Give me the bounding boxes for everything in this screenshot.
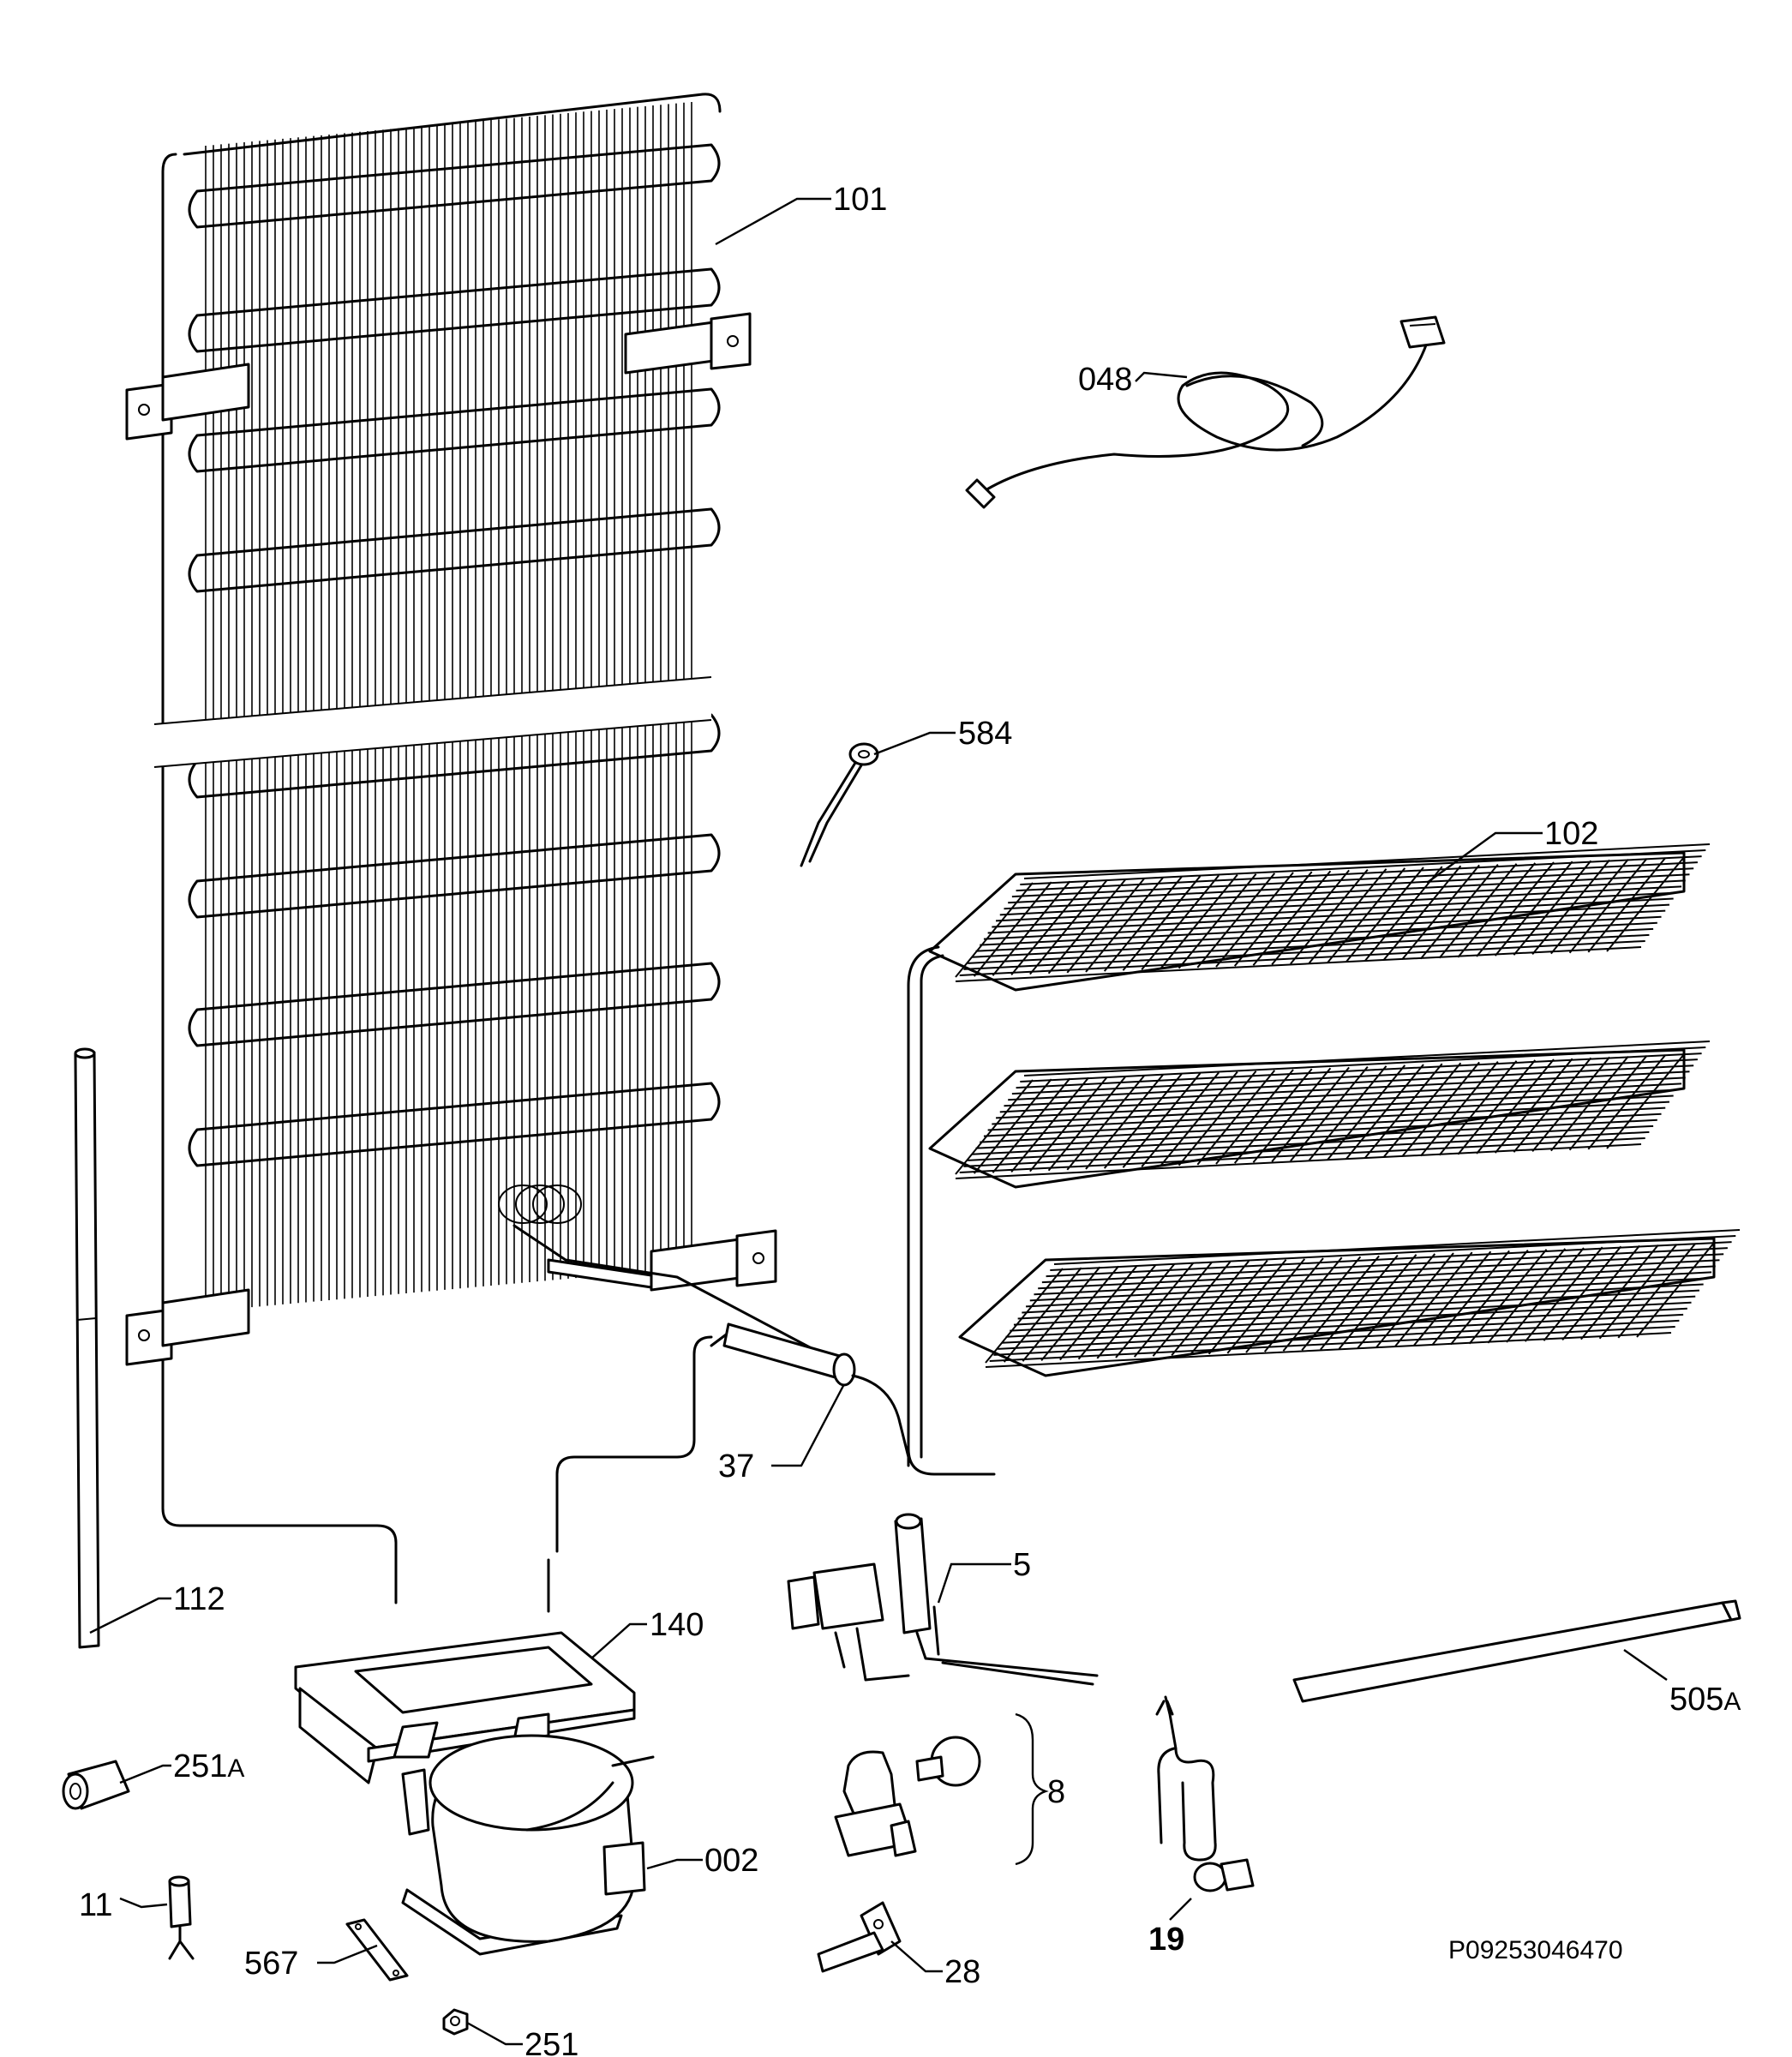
label-505a[interactable]: 505A — [1669, 1682, 1741, 1718]
label-251a-suffix: A — [227, 1754, 244, 1783]
label-140[interactable]: 140 — [650, 1607, 704, 1643]
coil-loop — [188, 267, 721, 353]
condenser-101[interactable] — [125, 93, 777, 1613]
label-19[interactable]: 19 — [1148, 1922, 1184, 1958]
label-567[interactable]: 567 — [244, 1946, 298, 1982]
label-11[interactable]: 11 — [79, 1887, 112, 1923]
label-048[interactable]: 048 — [1078, 362, 1132, 398]
evaporator-102[interactable] — [907, 843, 1741, 1476]
coil-loop — [188, 962, 721, 1047]
coil-loop — [188, 1082, 721, 1167]
label-251a-number: 251 — [173, 1748, 227, 1784]
coil-loop — [188, 507, 721, 593]
evaporator-shelves — [928, 843, 1741, 1377]
label-101[interactable]: 101 — [833, 182, 887, 218]
evaporator-shelf — [958, 1229, 1741, 1377]
label-251[interactable]: 251 — [524, 2027, 578, 2057]
callout-labels: 101 048 584 102 37 5 112 140 505A 251A 8… — [79, 182, 1741, 2057]
condenser-bracket-bottom-right — [650, 1229, 777, 1292]
power-cord-19[interactable] — [1155, 1695, 1255, 1892]
sensor-clip-584[interactable] — [800, 742, 879, 867]
label-5[interactable]: 5 — [1013, 1547, 1031, 1583]
sensor-cable-048[interactable] — [965, 315, 1446, 509]
reference-code: P09253046470 — [1448, 1936, 1623, 1964]
label-584[interactable]: 584 — [958, 716, 1012, 752]
condenser-bracket-top-right — [624, 312, 752, 375]
label-505a-number: 505 — [1669, 1682, 1723, 1718]
evaporator-shelf — [928, 1040, 1711, 1189]
relay-protector-8[interactable] — [834, 1736, 981, 1857]
label-37[interactable]: 37 — [718, 1448, 754, 1484]
label-28[interactable]: 28 — [944, 1954, 980, 1990]
coil-loop — [188, 833, 721, 919]
label-002[interactable]: 002 — [704, 1843, 758, 1879]
grommet-251a[interactable] — [62, 1760, 130, 1810]
label-505a-suffix: A — [1723, 1688, 1741, 1716]
condenser-bracket-bottom-left — [125, 1288, 250, 1366]
coil-loop — [188, 387, 721, 473]
valve-assembly-5[interactable] — [787, 1513, 1099, 1686]
coil-loop — [188, 143, 721, 229]
valve-11[interactable] — [168, 1875, 195, 1960]
evaporator-shelf — [928, 843, 1711, 992]
leader-lines — [89, 197, 1668, 2046]
condenser-bracket-top-left — [125, 363, 250, 441]
tube-112[interactable] — [74, 1047, 100, 1649]
label-251a[interactable]: 251A — [173, 1748, 244, 1784]
plate-567[interactable] — [345, 1918, 409, 1982]
base-tray-140[interactable] — [294, 1631, 636, 1784]
label-8[interactable]: 8 — [1047, 1774, 1065, 1810]
condenser-coils — [188, 143, 721, 1167]
drier-filter-37[interactable] — [498, 1184, 910, 1459]
nut-251[interactable] — [442, 2008, 469, 2036]
compressor-002[interactable] — [401, 1734, 655, 1956]
strip-505a[interactable] — [1292, 1599, 1741, 1703]
label-112[interactable]: 112 — [173, 1581, 225, 1617]
label-102[interactable]: 102 — [1544, 816, 1598, 852]
clip-28[interactable] — [817, 1901, 902, 1973]
